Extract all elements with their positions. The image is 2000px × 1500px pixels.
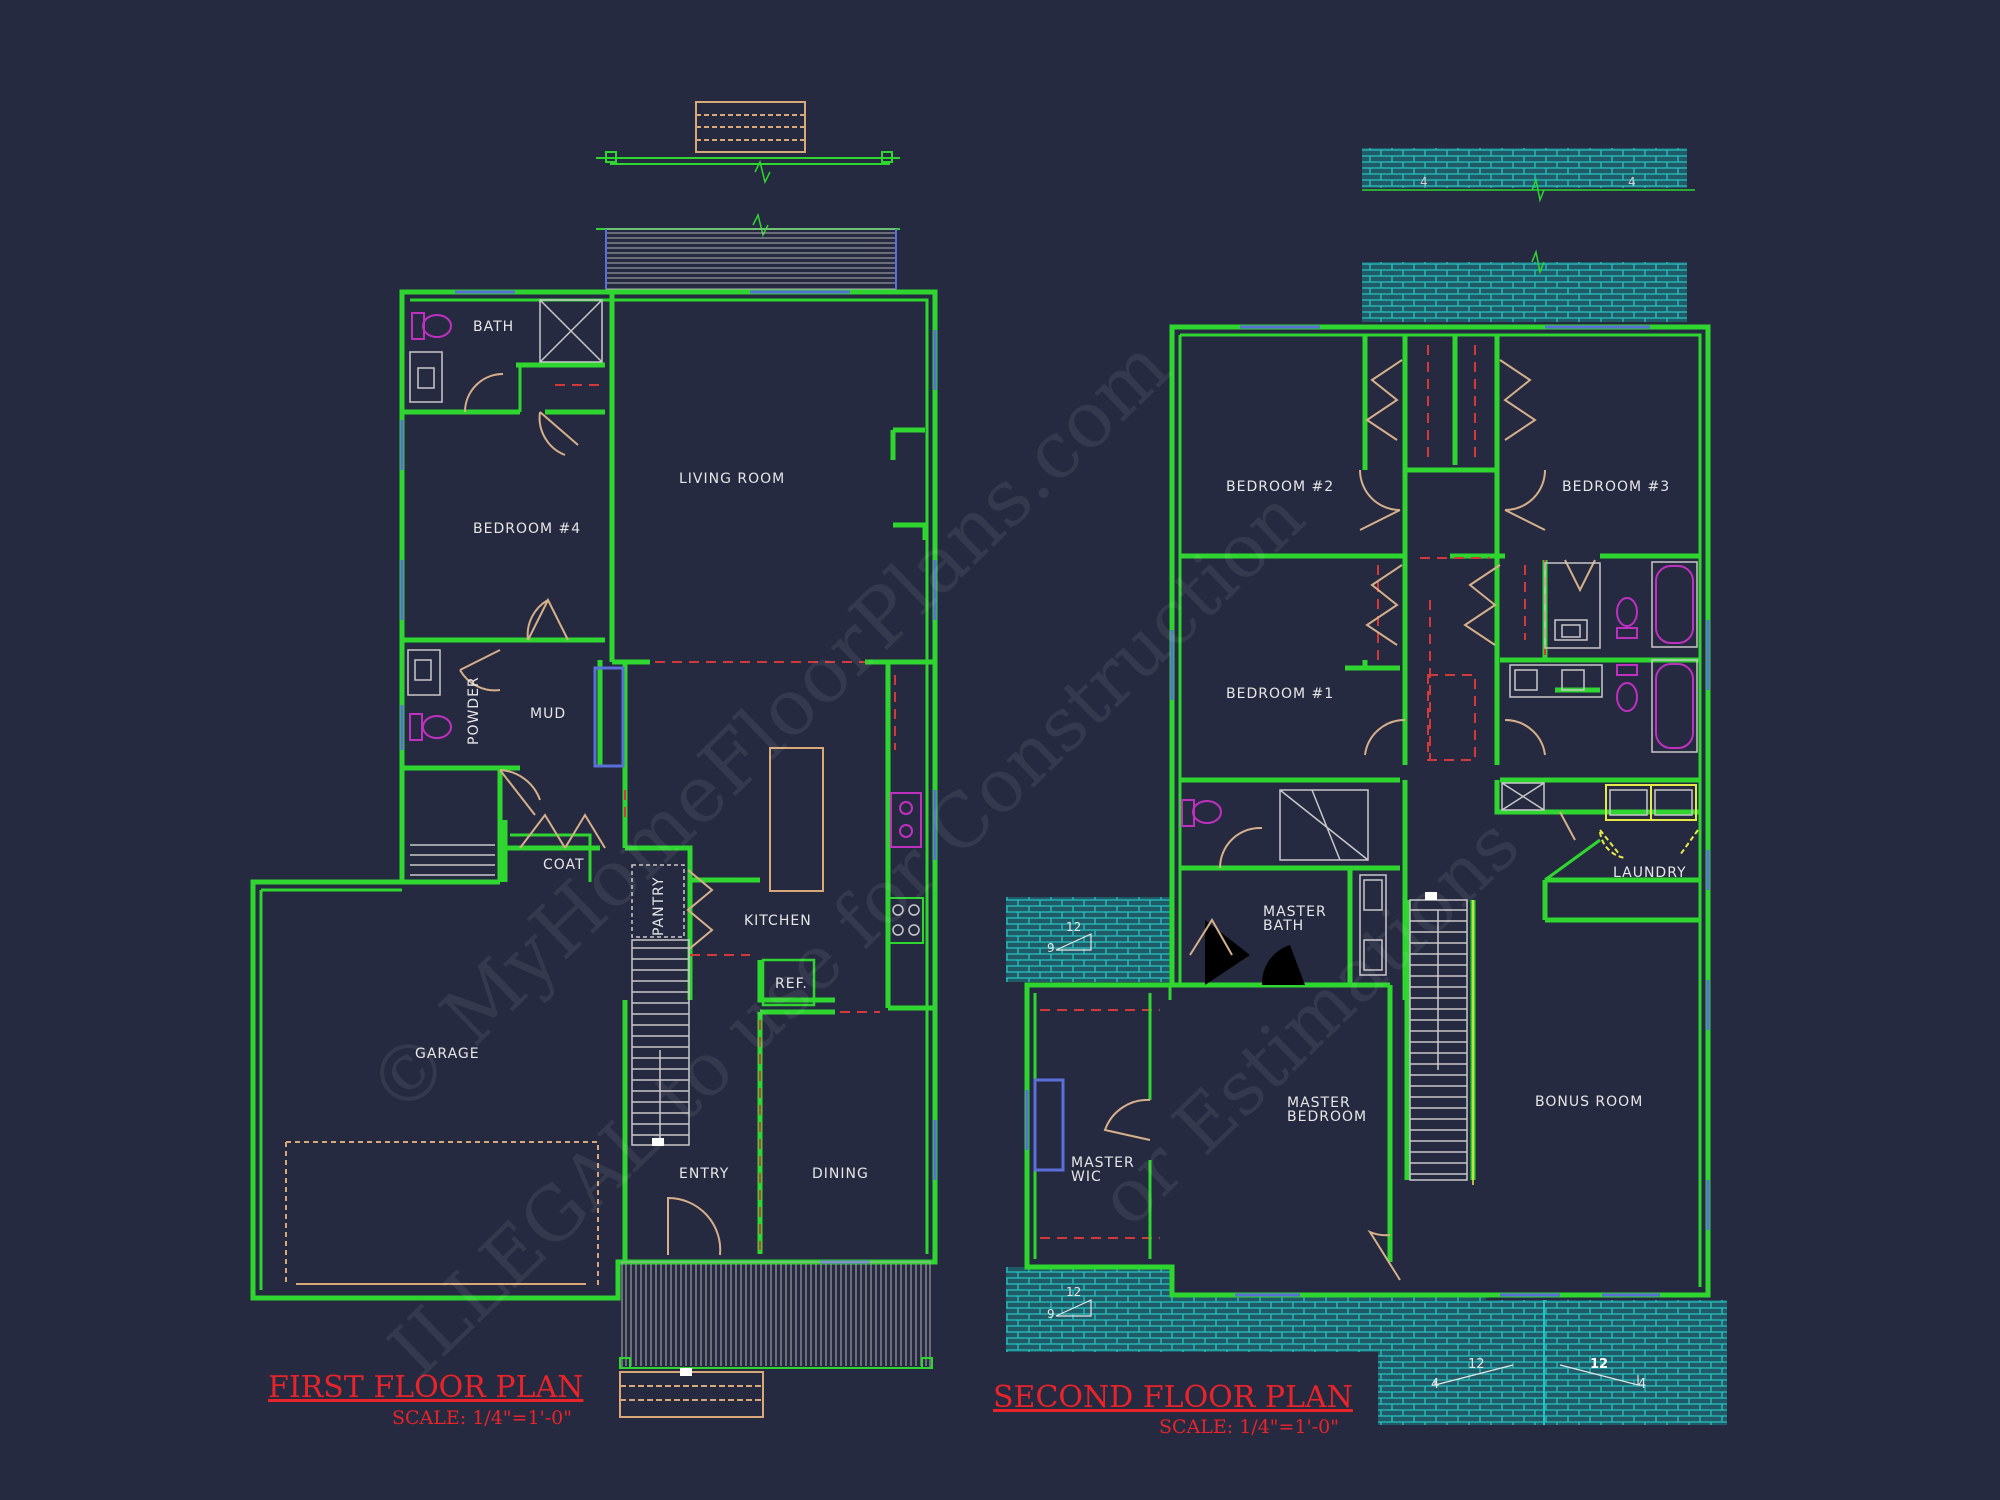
roof-pitch-top-right: 4 <box>1628 175 1636 189</box>
laundry-fixtures <box>1501 782 1699 882</box>
label-bath: BATH <box>473 319 514 335</box>
roof-pitch-left-rise: 12 <box>1066 920 1081 934</box>
label-laundry: LAUNDRY <box>1613 865 1687 881</box>
front-porch <box>619 1261 933 1369</box>
label-kitchen: KITCHEN <box>744 913 812 929</box>
second-floor-scale: SCALE: 1/4"=1'-0" <box>1159 1416 1339 1438</box>
kitchen-island <box>769 747 824 892</box>
first-floor-plan: BATH BEDROOM #4 LIVING ROOM POWDER MUD C… <box>250 101 938 1429</box>
label-living-room: LIVING ROOM <box>679 471 785 487</box>
label-ref: REF. <box>775 976 808 992</box>
front-roof: 12 9 12 4 12 4 <box>1006 1267 1727 1425</box>
roof-pitch-bottom-right-rise: 12 <box>1590 1357 1608 1372</box>
kitchen-sink <box>890 792 922 848</box>
label-mud: MUD <box>530 706 566 722</box>
rear-deck-rail <box>596 151 900 238</box>
roof-pitch-top-left: 4 <box>1420 175 1428 189</box>
bath-fixtures <box>409 299 603 456</box>
label-master-bedroom-line1: MASTER <box>1287 1095 1351 1111</box>
refrigerator <box>761 958 816 1007</box>
first-floor-title: FIRST FLOOR PLAN <box>268 1370 583 1405</box>
roof-pitch-bottom-right-run: 4 <box>1638 1377 1646 1392</box>
roof-pitch-lower-left-rise: 12 <box>1066 1285 1081 1299</box>
label-bedroom-1: BEDROOM #1 <box>1226 686 1334 702</box>
powder-fixtures <box>407 649 452 741</box>
roof-pitch-bottom-mid-run: 4 <box>1431 1377 1439 1392</box>
watermark: © MyHomeFloorPlans.com ILLEGAL to use fo… <box>351 322 1536 1393</box>
label-dining: DINING <box>812 1166 869 1182</box>
second-floor-stair <box>1409 892 1474 1185</box>
hall-bath-fixtures <box>1509 561 1698 753</box>
rear-steps <box>695 101 806 153</box>
label-master-bath-line2: BATH <box>1263 918 1304 934</box>
label-pantry: PANTRY <box>651 876 667 936</box>
front-steps <box>619 1368 764 1418</box>
label-master-wic-line1: MASTER <box>1071 1155 1135 1171</box>
roof-pitch-bottom-mid-rise: 12 <box>1468 1357 1485 1372</box>
label-bedroom-3: BEDROOM #3 <box>1562 479 1670 495</box>
rear-roof: 4 4 <box>1362 148 1695 322</box>
label-entry: ENTRY <box>679 1166 729 1182</box>
roof-pitch-lower-left-run: 9 <box>1047 1307 1055 1321</box>
kitchen-range <box>888 897 924 944</box>
label-coat: COAT <box>543 857 585 873</box>
left-roof: 12 9 <box>1006 897 1172 982</box>
first-floor-scale: SCALE: 1/4"=1'-0" <box>392 1407 572 1429</box>
roof-pitch-left-run: 9 <box>1047 941 1055 955</box>
first-floor-interior-walls <box>402 292 935 1262</box>
master-bath-fixtures <box>1181 789 1387 985</box>
label-powder: POWDER <box>466 676 482 745</box>
label-master-bedroom-line2: BEDROOM <box>1287 1109 1367 1125</box>
first-floor-stair <box>631 939 690 1146</box>
label-bonus-room: BONUS ROOM <box>1535 1094 1643 1110</box>
label-bedroom-2: BEDROOM #2 <box>1226 479 1334 495</box>
label-bedroom-4: BEDROOM #4 <box>473 521 581 537</box>
label-master-bath-line1: MASTER <box>1263 904 1327 920</box>
second-floor-title: SECOND FLOOR PLAN <box>993 1380 1353 1415</box>
label-master-wic-line2: WIC <box>1071 1169 1102 1185</box>
rear-deck <box>605 228 897 290</box>
second-floor-plan: 4 4 12 9 12 9 12 4 12 4 <box>993 148 1727 1438</box>
label-garage: GARAGE <box>415 1046 480 1062</box>
second-floor-interior-walls <box>1155 335 1700 1262</box>
